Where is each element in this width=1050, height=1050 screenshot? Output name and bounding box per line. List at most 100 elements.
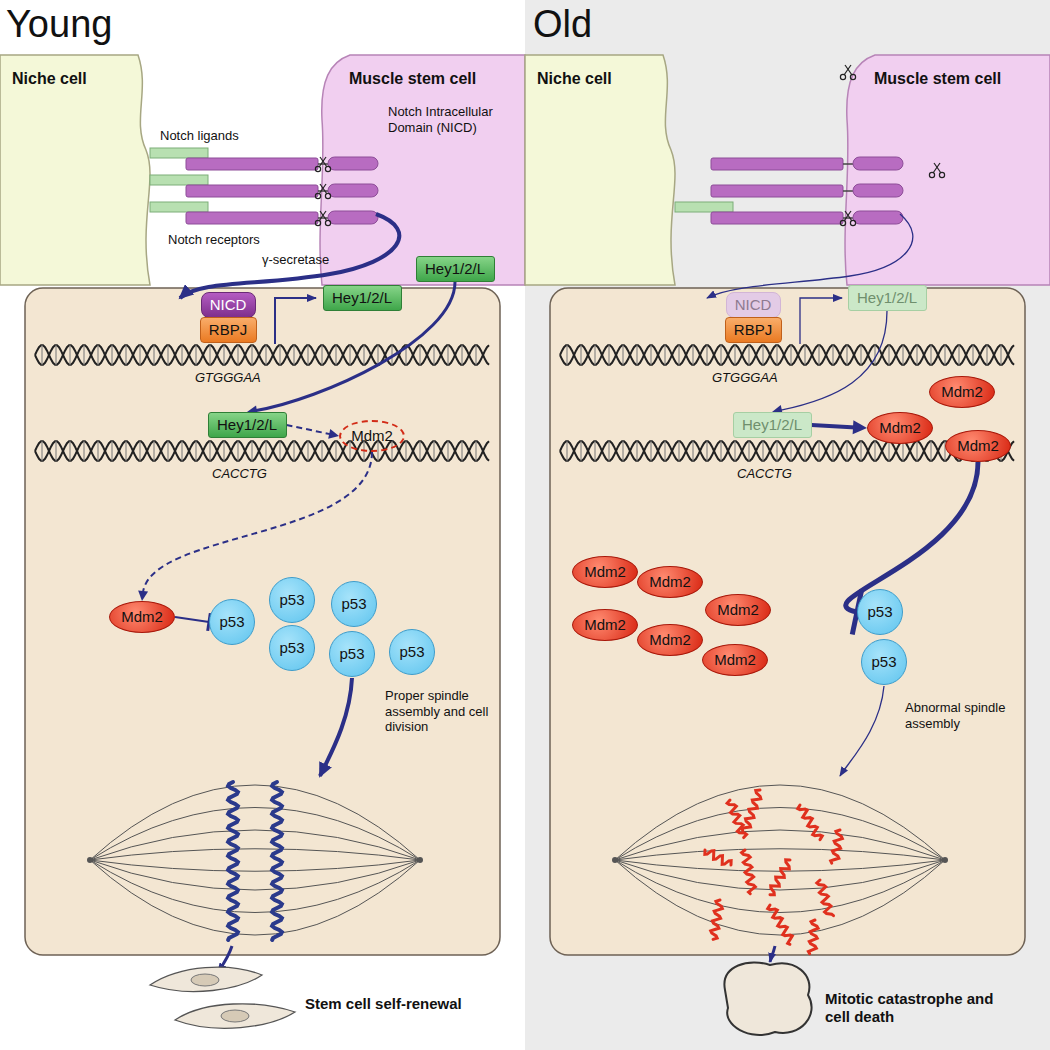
inhibition-connector [175, 613, 210, 631]
protein-circle: p53 [329, 631, 375, 677]
dna-rung [805, 345, 806, 365]
dna-rung [336, 345, 337, 365]
spindle-fiber [90, 830, 420, 860]
dna-rung [224, 441, 225, 461]
connector-line [812, 425, 856, 427]
activation-connector [772, 311, 887, 415]
dna-rung [98, 441, 99, 461]
dna-rung [917, 345, 918, 365]
node-text: p53 [867, 603, 892, 621]
dna-rung [84, 345, 85, 365]
art-stroke [320, 184, 327, 194]
art-stroke [319, 157, 326, 167]
art-stroke [328, 184, 378, 197]
spindle-fiber [90, 785, 420, 860]
annotation-label: Abnormal spindle assembly [905, 700, 1017, 731]
chromosome [709, 899, 723, 940]
dna-rung [777, 441, 778, 461]
dna-rung [581, 441, 582, 461]
art-stroke [675, 202, 733, 212]
art-stroke [844, 65, 851, 75]
protein-ellipse: Mdm2 [637, 566, 703, 598]
pathway-arrows [180, 214, 913, 972]
art-stroke [850, 74, 855, 79]
activation-connector [287, 425, 340, 439]
generated-art [35, 65, 1014, 1022]
dna-rung [875, 441, 876, 461]
scissors-symbol [840, 65, 855, 80]
dna-strand [35, 345, 489, 364]
dna-rung [819, 345, 820, 365]
scissors-symbol [929, 163, 944, 178]
dna-rung [322, 345, 323, 365]
protein-circle: p53 [209, 599, 255, 645]
node-text: Hey1/2/L [425, 260, 485, 278]
art-stroke [845, 211, 852, 221]
node-text: Mdm2 [714, 651, 756, 669]
dna-rung [350, 345, 351, 365]
dna-rung [721, 345, 722, 365]
scissors-symbol [315, 211, 330, 226]
dna-rung [266, 345, 267, 365]
node-text: p53 [219, 613, 244, 631]
dna-rung [112, 441, 113, 461]
dna-rung [434, 441, 435, 461]
dna-rung [609, 441, 610, 461]
art-stroke [840, 220, 845, 225]
annotation-label: Notch receptors [168, 232, 260, 248]
protein-circle: p53 [331, 581, 377, 627]
node-text: Mdm2 [649, 631, 691, 649]
dna-rung [637, 441, 638, 461]
art-stroke [843, 190, 853, 192]
dna-strand [35, 441, 489, 460]
art-stroke [320, 678, 352, 776]
dna-rung [322, 441, 323, 461]
protein-circle: p53 [857, 589, 903, 635]
protein-ellipse: Mdm2 [867, 412, 933, 444]
dna-rung [308, 345, 309, 365]
dna-rung [56, 345, 57, 365]
gene-box: Hey1/2/L [323, 285, 402, 311]
spindle-fiber [90, 860, 420, 935]
dna-rung [945, 345, 946, 365]
dna-rung [476, 345, 477, 365]
spindle-fiber [90, 849, 420, 860]
dna-rung [140, 345, 141, 365]
art-stroke [318, 163, 328, 165]
dna-rung [665, 441, 666, 461]
dna-rung [735, 345, 736, 365]
dna-rung [434, 345, 435, 365]
protein-circle: p53 [389, 629, 435, 675]
dna-rung [875, 345, 876, 365]
chromosome [767, 858, 794, 896]
dna-rung [847, 345, 848, 365]
annotation-label: Notch ligands [160, 128, 239, 144]
dna-rung [707, 345, 708, 365]
art-stroke [933, 163, 940, 173]
dna-rung [196, 441, 197, 461]
old-cells [525, 55, 1050, 285]
art-stroke [320, 157, 327, 167]
node-text: Mdm2 [879, 419, 921, 437]
dna-rung [679, 441, 680, 461]
protein-box: Hey1/2/L [733, 412, 812, 438]
dna-rung [931, 441, 932, 461]
node-text: Mdm2 [121, 608, 163, 626]
connector-line [175, 617, 209, 622]
dna-sequence: CACCTG [212, 466, 267, 482]
annotation-label: Mitotic catastrophe and cell death [825, 990, 1015, 1026]
scissors-symbol [315, 184, 330, 199]
dna-rung [651, 441, 652, 461]
dna-rung [126, 441, 127, 461]
protein-circle: p53 [861, 639, 907, 685]
spindle-pole [417, 857, 423, 863]
art-stroke [843, 163, 853, 165]
art-stroke [929, 172, 934, 177]
art-stroke [0, 55, 150, 285]
dna-rung [252, 345, 253, 365]
protein-box: NICD [726, 292, 781, 318]
dna-rung [693, 345, 694, 365]
dna-rung [154, 441, 155, 461]
